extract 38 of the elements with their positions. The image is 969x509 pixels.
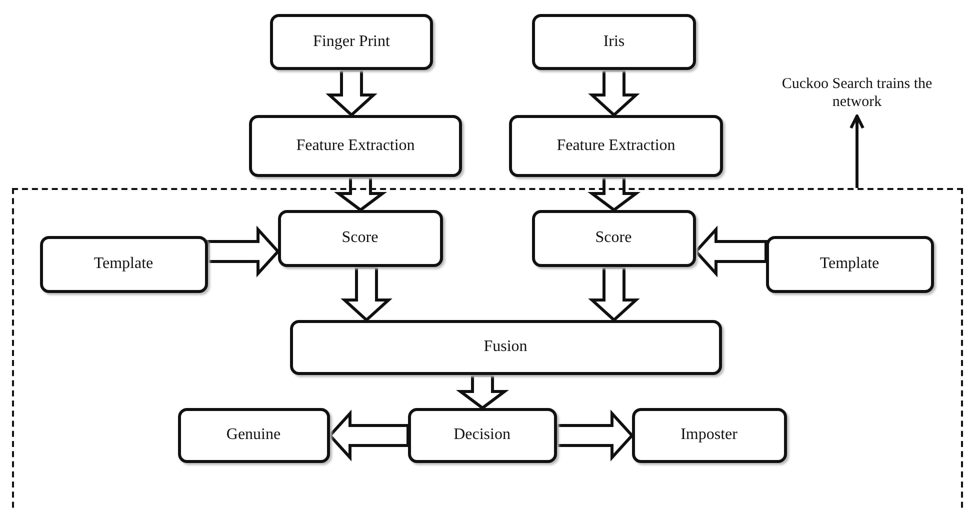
annotation-text: Cuckoo Search trains the network — [780, 75, 934, 111]
block-arrow — [340, 266, 392, 322]
box-label: Genuine — [226, 425, 281, 445]
box-label: Decision — [454, 425, 510, 445]
box-label: Template — [820, 254, 880, 274]
block-arrow — [456, 374, 509, 410]
box-label: Feature Extraction — [296, 136, 415, 156]
block-arrow — [328, 410, 410, 462]
block-arrow — [334, 176, 387, 212]
process-box — [40, 236, 208, 292]
process-box — [632, 408, 786, 462]
box-label: Feature Extraction — [556, 136, 676, 156]
process-box — [532, 14, 696, 70]
box-label: Imposter — [680, 425, 738, 445]
box-label: Finger Print — [313, 32, 390, 52]
block-arrow — [206, 226, 280, 278]
process-box — [249, 115, 462, 177]
dashed-boundary — [12, 188, 963, 509]
block-arrow — [694, 226, 768, 278]
process-box — [178, 408, 330, 462]
box-label: Template — [94, 254, 154, 274]
box-label: Iris — [603, 32, 625, 52]
process-box — [532, 210, 696, 266]
box-label: Score — [595, 228, 632, 248]
block-arrow — [588, 176, 640, 212]
box-label: Score — [342, 228, 378, 248]
block-arrow — [588, 266, 640, 322]
block-arrow — [588, 68, 640, 118]
block-arrow — [556, 410, 634, 462]
process-box — [290, 320, 722, 374]
process-box — [270, 14, 433, 70]
process-box — [278, 210, 442, 266]
process-box — [408, 408, 556, 462]
box-label: Fusion — [484, 337, 528, 357]
arrow — [850, 114, 864, 188]
process-box — [509, 115, 723, 177]
block-arrow — [326, 68, 378, 118]
process-box — [766, 236, 934, 292]
